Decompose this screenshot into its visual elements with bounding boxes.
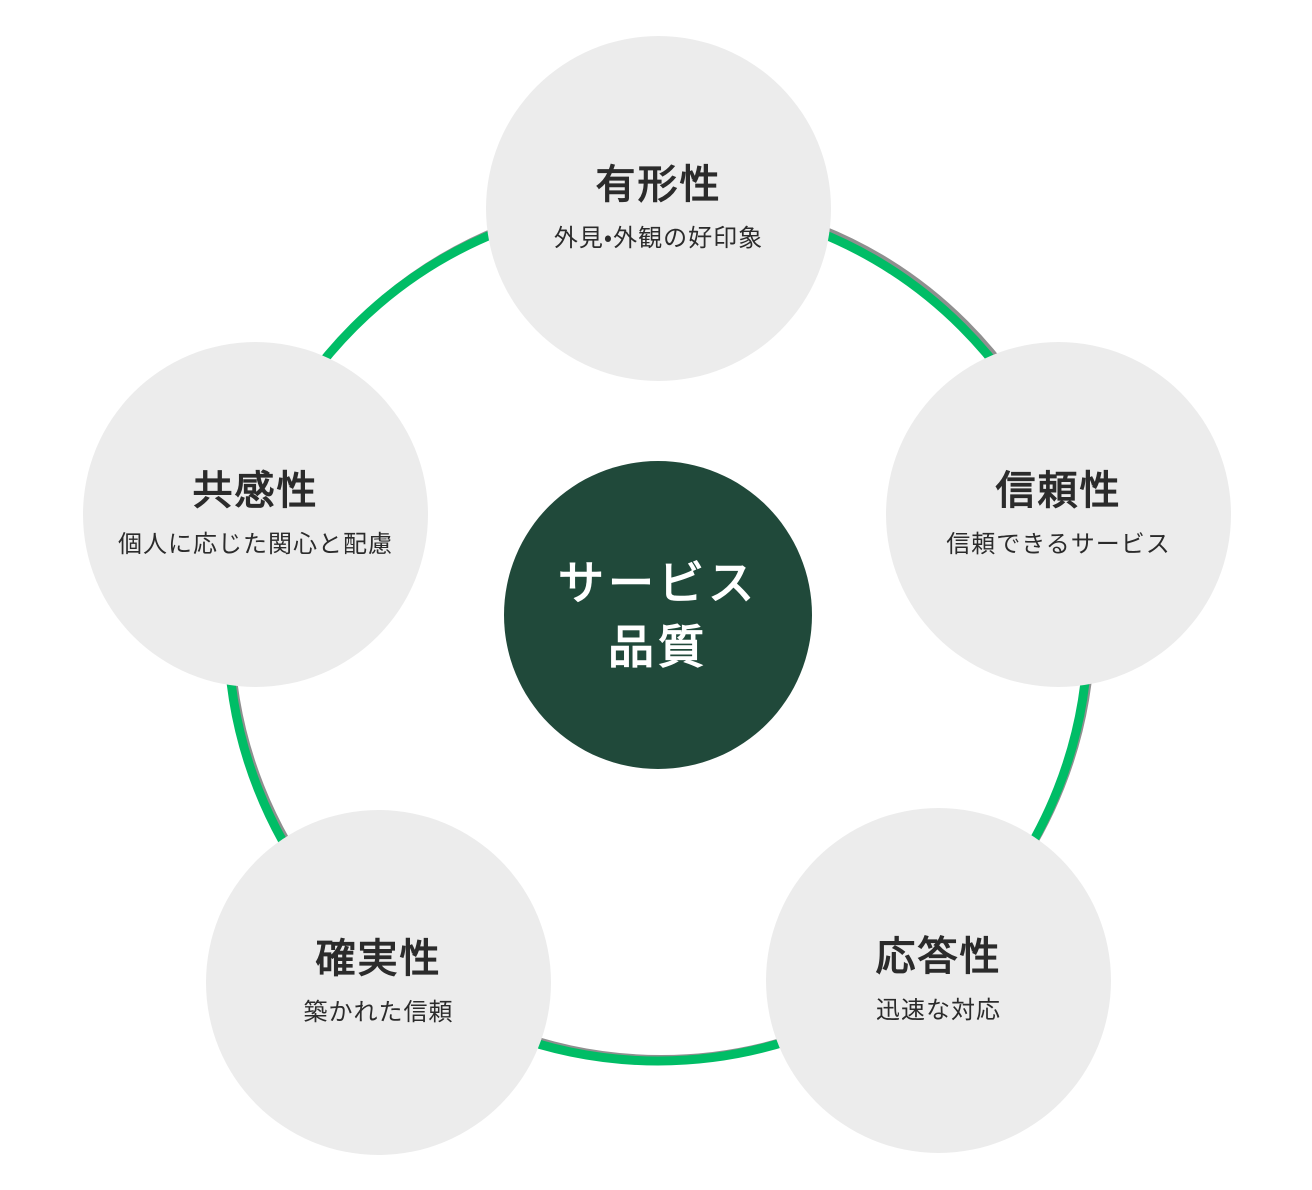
node-tangibility: 有形性 外見・外観の好印象 <box>486 36 831 381</box>
node-reliability: 信頼性 信頼できるサービス <box>886 342 1231 687</box>
node-empathy-title: 共感性 <box>192 468 319 513</box>
node-assurance-subtitle: 築かれた信頼 <box>303 998 454 1026</box>
center-node-service-quality: サービス 品質 <box>504 461 812 769</box>
center-title-line1: サービス <box>558 556 758 609</box>
node-assurance-title: 確実性 <box>315 936 442 981</box>
node-reliability-title: 信頼性 <box>995 468 1122 513</box>
center-title-line2: 品質 <box>608 621 708 673</box>
node-responsiveness: 応答性 迅速な対応 <box>766 808 1111 1153</box>
node-tangibility-title: 有形性 <box>595 162 722 207</box>
node-empathy: 共感性 個人に応じた関心と配慮 <box>83 342 428 687</box>
node-assurance: 確実性 築かれた信頼 <box>206 810 551 1155</box>
node-empathy-subtitle: 個人に応じた関心と配慮 <box>118 530 393 558</box>
node-responsiveness-subtitle: 迅速な対応 <box>876 996 1001 1024</box>
node-reliability-subtitle: 信頼できるサービス <box>946 530 1171 558</box>
node-tangibility-subtitle: 外見・外観の好印象 <box>553 224 764 252</box>
node-responsiveness-title: 応答性 <box>875 934 1002 979</box>
